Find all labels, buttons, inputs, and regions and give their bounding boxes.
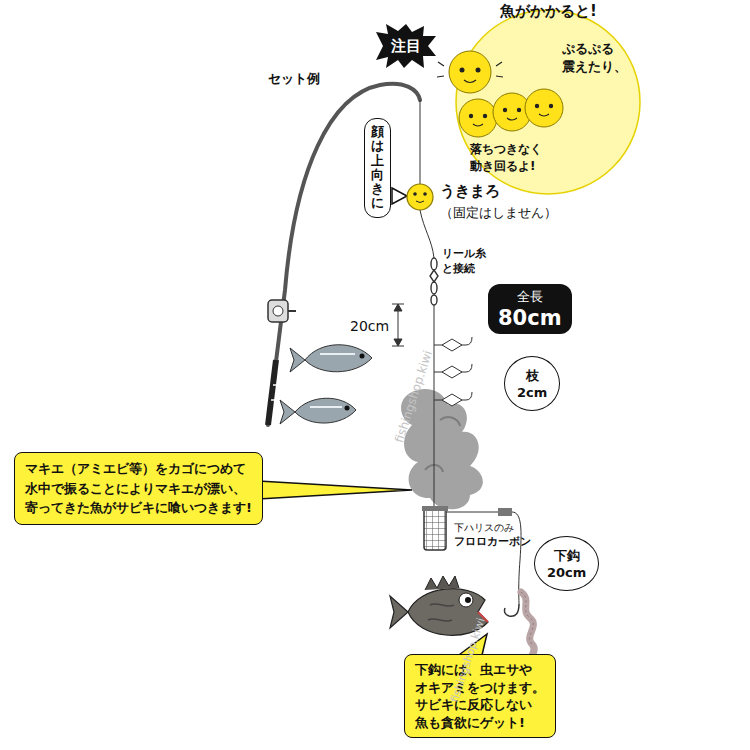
line-note: リール糸 と接続 <box>442 246 486 276</box>
node-text: 全長 <box>498 288 562 306</box>
example-label: セット例 <box>268 70 320 88</box>
attention-badge: 注目 <box>376 24 436 68</box>
hook-oval: 下鈎 20cm <box>534 536 599 591</box>
node-text: マキエ（アミエビ等）をカゴにつめて 水中で振ることによりマキエが漂い、 寄ってき… <box>25 459 252 518</box>
node-text: 80cm <box>498 306 562 330</box>
node-text: 下鈎には、虫エサや オキアミをつけます。 サビキに反応しない 魚も貪欲にゲット! <box>415 661 545 731</box>
branch-oval: 枝 2cm <box>504 356 560 411</box>
node-text: 注目 <box>391 37 421 56</box>
chum-callout: マキエ（アミエビ等）をカゴにつめて 水中で振ることによりマキエが漂い、 寄ってき… <box>14 452 263 525</box>
node-text: 枝 2cm <box>517 367 547 400</box>
float-name: うきまろ <box>440 182 500 201</box>
material-label: フロロカーボン <box>454 534 531 549</box>
leader-note: 下ハリスのみ <box>454 521 514 535</box>
title: 魚がかかると! <box>500 2 597 21</box>
bait-callout: 下鈎には、虫エサや オキアミをつけます。 サビキに反応しない 魚も貪欲にゲット! <box>404 654 556 738</box>
dimension-label: 20cm <box>350 318 389 334</box>
speech-bubble: 顔は上向きに <box>364 118 391 218</box>
reaction-text: 落ちつきなく 動き回るよ! <box>470 141 542 175</box>
node-text: 下鈎 20cm <box>547 547 586 580</box>
node-text: 顔は上向きに <box>371 125 384 211</box>
float-note: （固定はしません） <box>440 204 557 222</box>
length-badge: 全長80cm <box>488 284 572 334</box>
reaction-text: ぷるぷる 震えたり、 <box>562 40 627 76</box>
